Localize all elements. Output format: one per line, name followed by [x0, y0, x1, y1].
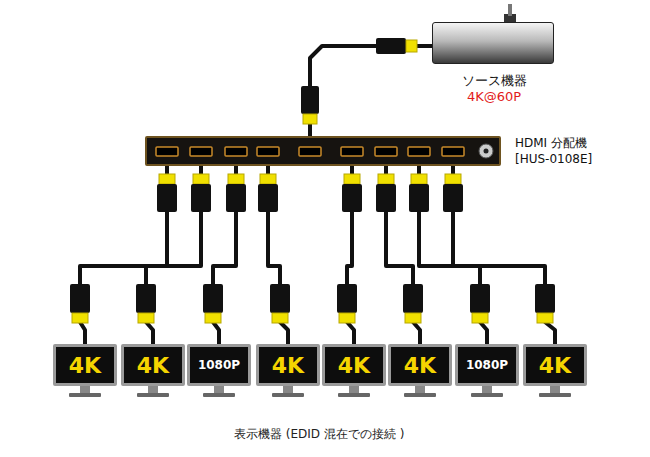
- monitor-stand: [338, 386, 370, 397]
- monitor-stand: [471, 386, 503, 397]
- hdmi-plug: [226, 174, 246, 212]
- port-row: [147, 138, 503, 168]
- device-knob: [504, 4, 516, 24]
- hdmi-splitter: HDMI 分配機[HUS-0108E]: [145, 136, 501, 166]
- hdmi-plug: [270, 284, 290, 323]
- hdmi-cable: [453, 166, 555, 344]
- hdmi-plug: [258, 174, 278, 212]
- hdmi-plug: [203, 284, 223, 323]
- device-name: HDMI 分配機: [515, 135, 592, 151]
- resolution-label: 4K: [137, 353, 169, 378]
- resolution-label: 4K: [69, 353, 101, 378]
- resolution-label: 4K: [404, 353, 436, 378]
- monitor-stand: [137, 386, 169, 397]
- hdmi-plug: [470, 284, 490, 323]
- hdmi-plug: [157, 174, 177, 212]
- hdmi-plug: [535, 284, 555, 323]
- hdmi-plug: [70, 284, 90, 323]
- hdmi-plug: [403, 284, 423, 323]
- monitor-stand: [203, 386, 235, 397]
- monitor-stand: [272, 386, 304, 397]
- hdmi-plug: [136, 284, 156, 323]
- hdmi-plug: [443, 174, 463, 212]
- hdmi-plug: [376, 174, 396, 212]
- display-monitor: 4K: [256, 344, 320, 386]
- source-device: ソース機器4K@60P: [432, 22, 554, 64]
- display-monitor: 4K: [121, 344, 185, 386]
- monitor-stand: [404, 386, 436, 397]
- display-monitor: 1080P: [455, 344, 519, 386]
- resolution-label: 4K: [272, 353, 304, 378]
- display-monitor: 4K: [322, 344, 386, 386]
- hdmi-plug: [301, 86, 319, 124]
- device-name: ソース機器: [433, 73, 555, 89]
- monitor-stand: [69, 386, 101, 397]
- signal-format: 4K@60P: [433, 89, 555, 105]
- hdmi-plug: [376, 38, 417, 54]
- caption: 表示機器 (EDID 混在での接続 ): [234, 426, 404, 443]
- hdmi-plug: [191, 174, 211, 212]
- hdmi-plug: [342, 174, 362, 212]
- hdmi-cable: [80, 166, 167, 344]
- hdmi-plug: [409, 174, 429, 212]
- resolution-label: 1080P: [198, 358, 240, 372]
- hdmi-cable: [310, 46, 432, 136]
- display-monitor: 4K: [523, 344, 587, 386]
- resolution-label: 4K: [338, 353, 370, 378]
- resolution-label: 1080P: [466, 358, 508, 372]
- monitor-stand: [539, 386, 571, 397]
- display-monitor: 4K: [53, 344, 117, 386]
- display-monitor: 4K: [388, 344, 452, 386]
- display-monitor: 1080P: [187, 344, 251, 386]
- resolution-label: 4K: [539, 353, 571, 378]
- model-number: [HUS-0108E]: [515, 151, 592, 167]
- hdmi-plug: [337, 284, 357, 323]
